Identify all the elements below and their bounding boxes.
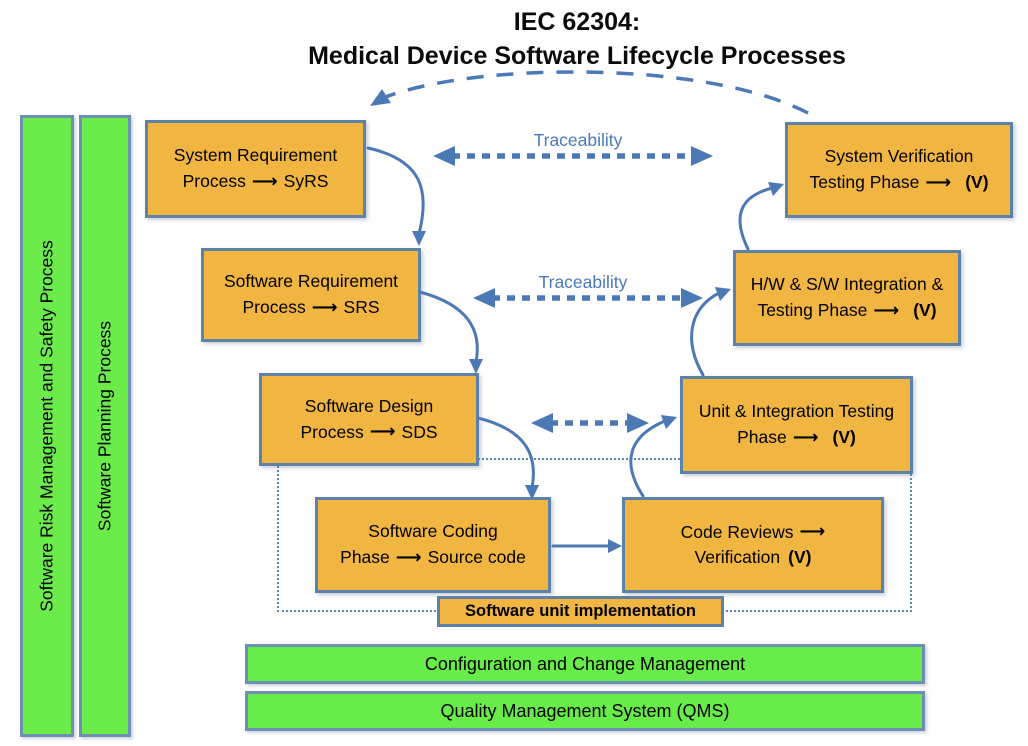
connector-sysreq-to-swreq [366, 146, 425, 236]
right-arrow-icon: ⟶ [925, 171, 952, 193]
box-line2-post: SRS [343, 297, 380, 317]
bar-risk-management-label: Software Risk Management and Safety Proc… [36, 240, 57, 612]
bar-risk-management-process: Software Risk Management and Safety Proc… [20, 115, 74, 737]
box-hw-sw-integration-testing: H/W & S/W Integration & Testing Phase ⟶ … [733, 250, 961, 346]
connector-hwsw-to-sysver [738, 186, 774, 251]
arrowhead [412, 231, 426, 246]
title-line2: Medical Device Software Lifecycle Proces… [308, 41, 846, 70]
arrowhead [531, 413, 553, 433]
box-software-coding: Software Coding Phase ⟶ Source code [315, 497, 551, 593]
box-line2-post: SyRS [283, 171, 329, 191]
traceability-label-mid: Traceability [538, 272, 628, 292]
right-arrow-icon: ⟶ [799, 521, 826, 543]
arrowhead [768, 182, 784, 196]
box-line2-pre: Process [300, 421, 364, 442]
box-line1: Unit & Integration Testing [698, 401, 895, 422]
box-software-requirement: Software Requirement Process ⟶ SRS [201, 248, 421, 342]
box-line2-pre: Phase [737, 427, 787, 447]
traceability-label-top: Traceability [533, 130, 623, 150]
title-line1: IEC 62304: [513, 8, 641, 36]
box-line1: System Requirement [173, 145, 338, 166]
box-code-reviews: Code Reviews ⟶ Verification (V) [622, 497, 884, 593]
feedback-arc-sysver-to-sysreq [382, 70, 809, 115]
right-arrow-icon: ⟶ [311, 296, 338, 318]
box-line1: Code Reviews [680, 521, 794, 542]
right-arrow-icon: ⟶ [873, 299, 900, 321]
arrowhead [661, 415, 677, 429]
arrowhead [681, 288, 703, 308]
box-line2-post: Source code [427, 547, 526, 567]
verification-v-label: (V) [913, 300, 937, 320]
arrowhead [370, 89, 391, 106]
right-arrow-icon: ⟶ [792, 426, 819, 448]
bar-configuration-change-management: Configuration and Change Management [245, 644, 925, 684]
bar-quality-management-system: Quality Management System (QMS) [245, 691, 925, 731]
box-line1: Software Coding [368, 521, 498, 542]
arrowhead [691, 146, 713, 166]
page-title: IEC 62304: Medical Device Software Lifec… [127, 6, 1027, 74]
box-line1: Software Design [304, 395, 434, 416]
software-unit-implementation-label: Software unit implementation [437, 596, 724, 627]
box-line2-pre: Testing Phase [809, 172, 920, 192]
box-system-requirement: System Requirement Process ⟶ SyRS [145, 120, 366, 218]
right-arrow-icon: ⟶ [395, 546, 422, 568]
box-line2-pre: Process [182, 171, 246, 191]
right-arrow-icon: ⟶ [369, 421, 396, 443]
verification-v-label: (V) [788, 547, 812, 568]
connector-swreq-to-swdesign [418, 290, 479, 364]
verification-v-label: (V) [832, 427, 856, 447]
box-line2-pre: Testing Phase [757, 300, 868, 320]
box-line1: System Verification [824, 146, 974, 167]
box-line1: Software Requirement [223, 271, 399, 292]
arrowhead [433, 146, 455, 166]
arrowhead [627, 413, 649, 433]
box-system-verification-testing: System Verification Testing Phase ⟶ (V) [785, 122, 1013, 218]
bar-planning-process: Software Planning Process [79, 115, 131, 737]
arrowhead [469, 359, 483, 374]
arrowhead [715, 287, 731, 301]
box-unit-integration-testing: Unit & Integration Testing Phase ⟶ (V) [680, 376, 913, 474]
right-arrow-icon: ⟶ [251, 170, 278, 192]
box-software-design: Software Design Process ⟶ SDS [259, 373, 479, 466]
box-line1: H/W & S/W Integration & [750, 274, 944, 295]
connector-unit-to-hwsw [690, 291, 721, 377]
bar-planning-label: Software Planning Process [94, 320, 115, 532]
box-line2: Verification [694, 547, 781, 568]
box-line2-pre: Process [242, 297, 306, 317]
box-line2-post: SDS [401, 421, 438, 442]
verification-v-label: (V) [965, 172, 989, 192]
box-line2-pre: Phase [340, 547, 390, 567]
